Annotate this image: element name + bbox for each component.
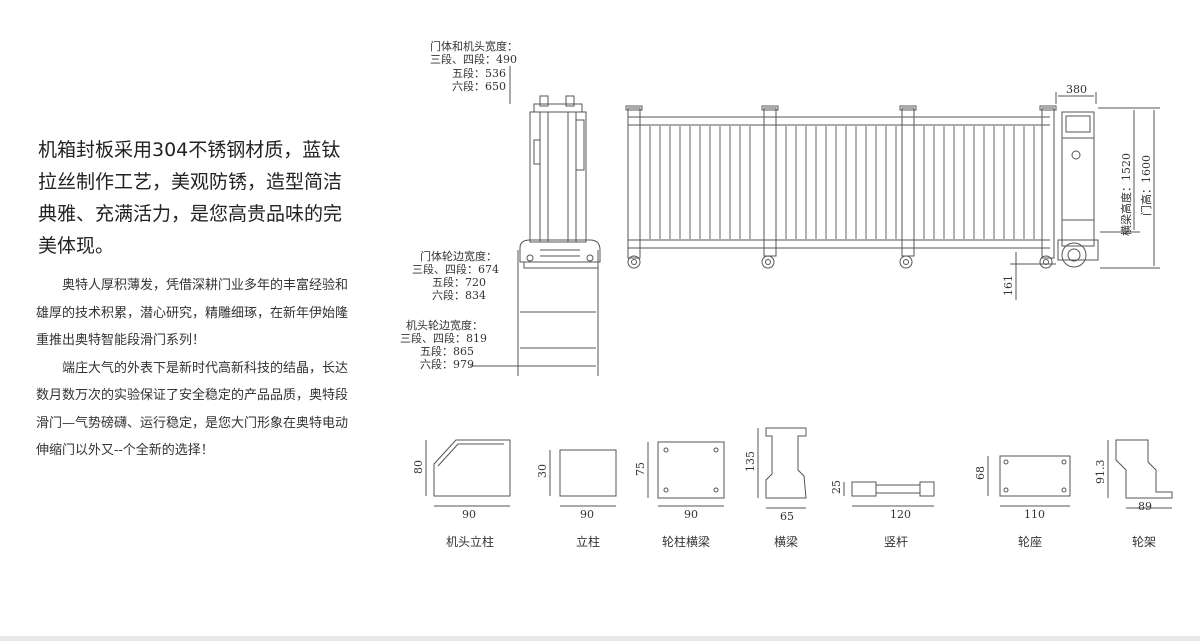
- body-text: 奥特人厚积薄发，凭借深耕门业多年的丰富经验和雄厚的技术积累，潜心研究，精雕细琢，…: [36, 272, 358, 465]
- profile-6-name: 轮座: [1018, 534, 1042, 549]
- front-view-dimensions: 380 横梁高度：1520 门高：1600 161: [1002, 83, 1153, 296]
- body-width-note-1: 门体和机头宽度：: [430, 39, 518, 53]
- gate-bars: [649, 126, 1035, 239]
- profile-3-width: 90: [684, 508, 698, 521]
- side-view: [470, 66, 601, 376]
- dim-top: 380: [1066, 83, 1087, 96]
- head-wheel-note-4: 六段：979: [420, 357, 474, 371]
- profile-5-name: 竖杆: [884, 535, 908, 549]
- body-paragraph-1: 奥特人厚积薄发，凭借深耕门业多年的丰富经验和雄厚的技术积累，潜心研究，精雕细琢，…: [36, 278, 349, 348]
- profile-6-width: 110: [1024, 508, 1045, 521]
- profile-1-name: 机头立柱: [446, 534, 494, 549]
- profile-4-name: 横梁: [774, 534, 798, 549]
- head-wheel-note-2: 三段、四段：819: [400, 331, 487, 345]
- wheel-width-note-2: 三段、四段：674: [412, 262, 499, 276]
- body-width-note-2: 三段、四段：490: [430, 52, 517, 66]
- body-width-note-4: 六段：650: [452, 79, 506, 93]
- intro-text: 机箱封板采用304不锈钢材质，蓝钛拉丝制作工艺，美观防锈，造型简洁典雅、充满活力…: [38, 139, 343, 257]
- profile-5-height: 25: [830, 480, 843, 494]
- wheel-width-note-1: 门体轮边宽度：: [420, 249, 497, 263]
- bottom-rule: [0, 636, 1200, 641]
- side-view-notes: 门体和机头宽度： 三段、四段：490 五段：536 六段：650 门体轮边宽度：…: [400, 39, 518, 371]
- profile-7-width: 89: [1138, 500, 1152, 513]
- profile-1-height: 80: [412, 460, 425, 474]
- profile-7-name: 轮架: [1132, 535, 1156, 549]
- profile-sections: [425, 427, 1173, 509]
- profile-6-height: 68: [974, 466, 987, 480]
- profile-dimensions: 90 80 90 30 90 75 65 135 120 25 110 68 8…: [412, 451, 1152, 523]
- profile-names: 机头立柱 立柱 轮柱横梁 横梁 竖杆 轮座 轮架: [446, 534, 1156, 549]
- profile-4-width: 65: [780, 510, 794, 523]
- body-width-note-3: 五段：536: [452, 66, 506, 80]
- profile-7-height: 91.3: [1094, 460, 1107, 485]
- profile-3-name: 轮柱横梁: [662, 534, 710, 549]
- profile-2-height: 30: [536, 464, 549, 478]
- wheel-width-note-4: 六段：834: [432, 288, 486, 302]
- front-view: [625, 92, 1160, 300]
- profile-1-width: 90: [462, 508, 476, 521]
- dim-beam-height: 横梁高度：1520: [1119, 153, 1133, 236]
- dim-bottom: 161: [1002, 275, 1015, 296]
- profile-2-name: 立柱: [576, 534, 600, 549]
- body-paragraph-2: 端庄大气的外表下是新时代高新科技的结晶，长达数月数万次的实验保证了安全稳定的产品…: [36, 360, 349, 459]
- head-wheel-note-3: 五段：865: [420, 344, 474, 358]
- wheel-width-note-3: 五段：720: [432, 275, 486, 289]
- profile-4-height: 135: [744, 451, 757, 472]
- profile-3-height: 75: [634, 462, 647, 476]
- profile-2-width: 90: [580, 508, 594, 521]
- dim-gate-height: 门高：1600: [1139, 155, 1153, 216]
- head-wheel-note-1: 机头轮边宽度：: [406, 318, 483, 332]
- profile-5-width: 120: [890, 508, 911, 521]
